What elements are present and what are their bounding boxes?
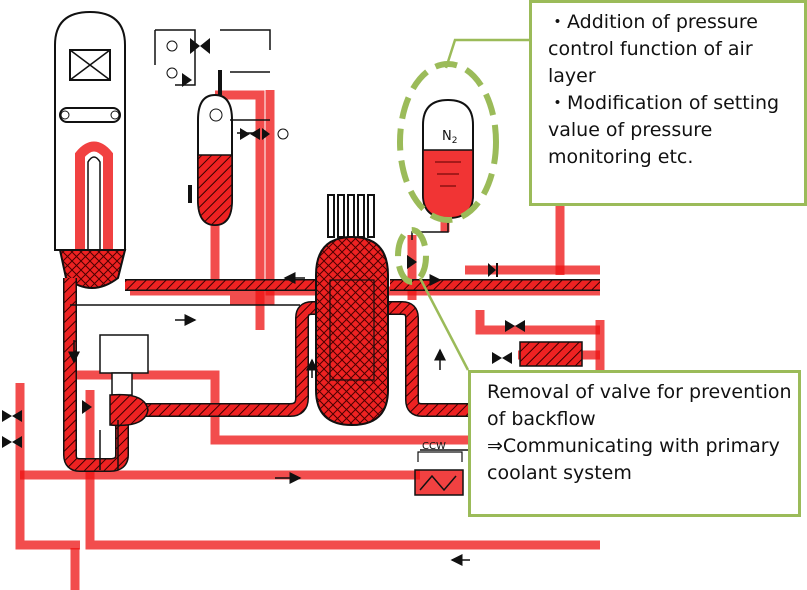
callout-line: monitoring etc. bbox=[548, 146, 694, 168]
callout-pressure-control: ・Addition of pressure control function o… bbox=[529, 0, 807, 206]
callout-line: control function of air bbox=[548, 38, 753, 60]
check-valve-icon bbox=[488, 263, 496, 277]
steam-generator bbox=[54, 10, 127, 289]
heat-exchanger: CCW bbox=[414, 441, 464, 496]
callout-line: coolant system bbox=[487, 462, 632, 484]
callout-valve-removal: Removal of valve for prevention of backf… bbox=[468, 370, 801, 517]
callout-line: ・Modification of setting bbox=[548, 92, 780, 114]
arrow-icon bbox=[68, 272, 470, 566]
reactor-vessel bbox=[315, 194, 389, 427]
callout-line: ⇒Communicating with primary bbox=[487, 435, 780, 457]
valve-icon bbox=[2, 38, 525, 448]
ccw-label: CCW bbox=[422, 441, 446, 452]
callout-line: value of pressure bbox=[548, 119, 713, 141]
accumulator-gas-label: N2 bbox=[442, 129, 457, 146]
accumulator-tank: N2 bbox=[411, 98, 474, 240]
side-heat-exchanger bbox=[519, 341, 583, 367]
auxiliary-lines bbox=[70, 304, 470, 470]
callout-leader-lines bbox=[418, 38, 529, 371]
callout-line: ・Addition of pressure bbox=[548, 11, 758, 33]
callout-line: layer bbox=[548, 65, 596, 87]
callout-line: of backflow bbox=[487, 408, 596, 430]
reactor-coolant-pump bbox=[99, 334, 149, 427]
pressurizer bbox=[188, 70, 233, 227]
relief-valve-lines bbox=[154, 29, 271, 134]
callout-line: Removal of valve for prevention bbox=[487, 381, 792, 403]
